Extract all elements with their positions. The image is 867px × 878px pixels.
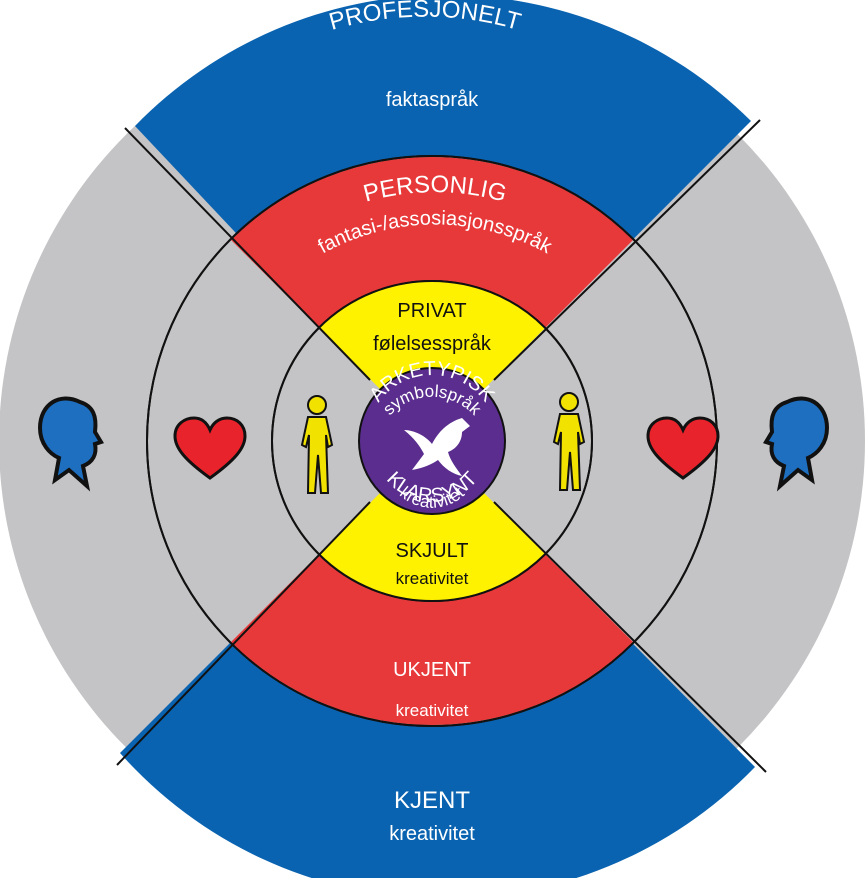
middle-bottom-subtitle: kreativitet <box>396 701 469 720</box>
outer-bottom-title: KJENT <box>394 787 470 814</box>
divider-se <box>493 501 767 773</box>
inner-ring-outline <box>271 280 593 602</box>
inner-bottom-sector <box>319 441 545 601</box>
center-disc <box>358 367 506 515</box>
inner-bottom-label: SKJULT kreativitet <box>396 540 469 588</box>
heart-icon <box>646 416 720 480</box>
diagonal-dividers <box>116 119 767 773</box>
outer-bottom-subtitle: kreativitet <box>389 823 475 845</box>
outer-top-subtitle: faktaspråk <box>386 89 479 111</box>
inner-top-title: PRIVAT <box>397 300 466 322</box>
divider-sw <box>116 501 371 766</box>
outer-bottom-label: KJENT kreativitet <box>389 787 475 845</box>
inner-top-sector <box>319 281 545 441</box>
inner-bottom-subtitle: kreativitet <box>396 569 469 588</box>
person-figure-icon <box>552 392 586 491</box>
inner-top-label: PRIVAT følelsesspråk <box>373 300 492 355</box>
inner-top-subtitle: følelsesspråk <box>373 333 492 355</box>
heart-icon <box>173 416 247 480</box>
divider-nw <box>124 127 371 381</box>
divider-ne <box>493 119 761 381</box>
head-profile-icon <box>37 396 104 492</box>
dove-icon <box>404 418 470 476</box>
middle-bottom-title: UKJENT <box>393 659 471 681</box>
middle-bottom-label: UKJENT kreativitet <box>393 659 471 720</box>
head-profile-icon <box>763 396 830 492</box>
center-circle <box>358 367 506 515</box>
inner-bottom-title: SKJULT <box>396 540 469 562</box>
person-figure-icon <box>300 395 334 494</box>
center-labels: ARKETYPISK symbolspråk KLARSYNT kreativi… <box>365 358 499 512</box>
